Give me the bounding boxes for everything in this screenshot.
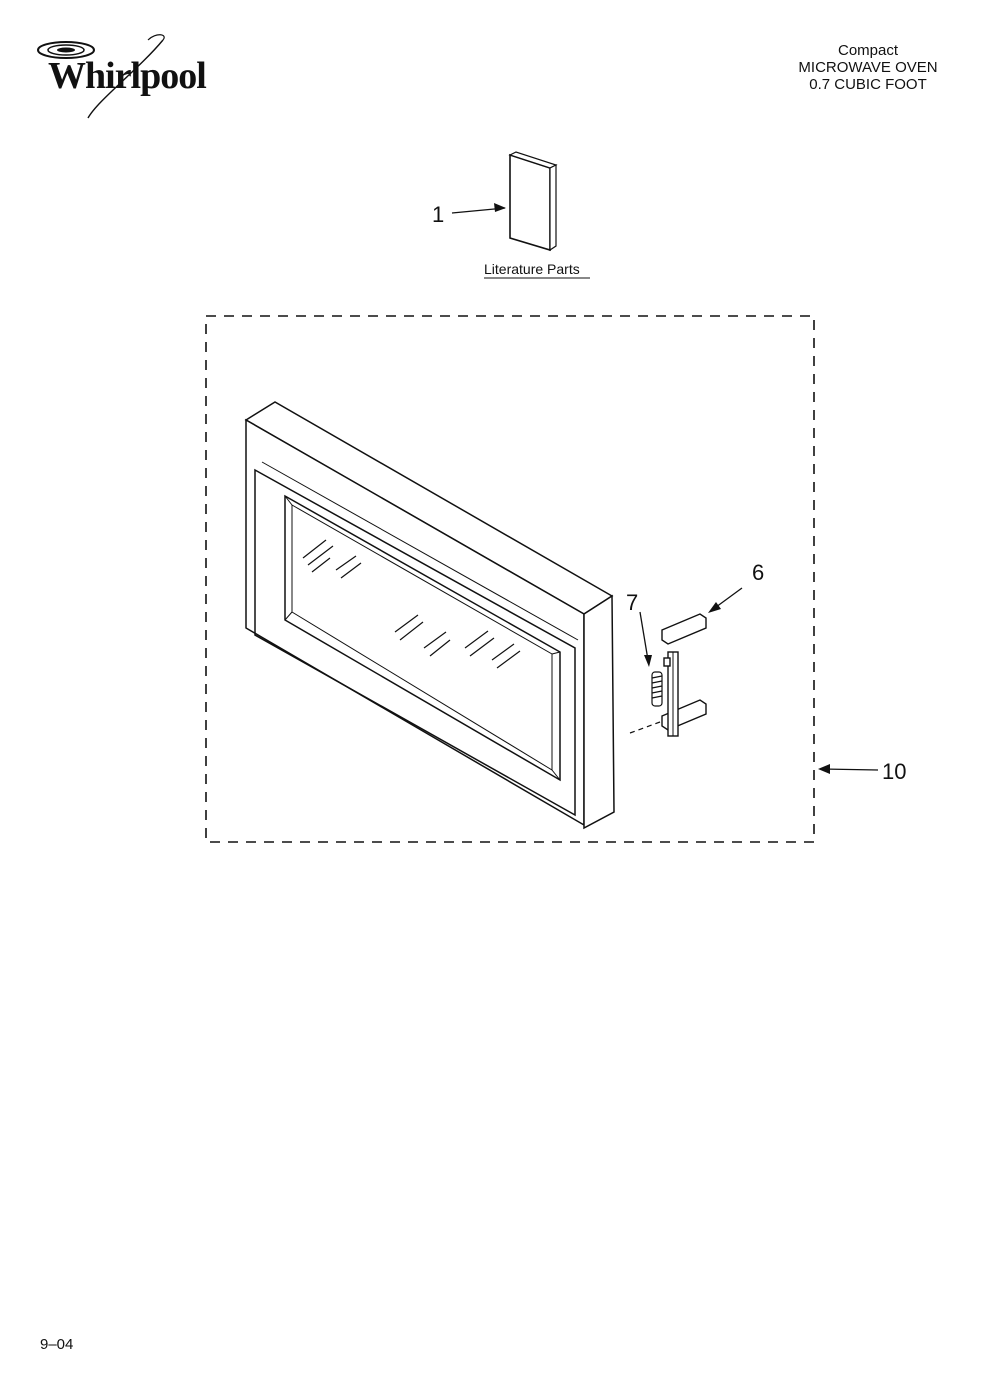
latch-part: [661, 613, 707, 737]
revision-code: 9–04: [40, 1336, 74, 1353]
literature-label: Literature Parts: [484, 261, 580, 277]
whirlpool-logo: Whirlpool: [28, 30, 208, 125]
product-type: Compact: [837, 42, 899, 59]
callout-6-leader: [708, 587, 743, 613]
callout-7: 7: [626, 590, 638, 615]
whirlpool-swirl-icon: [37, 34, 165, 119]
callout-1: 1: [432, 202, 444, 227]
spring-part: [651, 671, 663, 707]
callout-10: 10: [882, 759, 906, 784]
microwave-door: [244, 401, 615, 830]
door-assembly-box: [205, 315, 815, 843]
callout-7-leader: [639, 611, 652, 667]
callout-10-leader: [818, 764, 879, 774]
literature-booklet: [508, 151, 558, 252]
product-header: Compact MICROWAVE OVEN 0.7 CUBIC FOOT: [768, 42, 968, 93]
brand-name: Whirlpool: [48, 55, 207, 97]
product-name: MICROWAVE OVEN: [798, 59, 938, 76]
product-capacity: 0.7 CUBIC FOOT: [809, 76, 927, 93]
alignment-guide: [629, 721, 661, 734]
callout-1-leader: [451, 203, 506, 214]
window-glass-glints: [302, 539, 521, 669]
callout-6: 6: [752, 560, 764, 585]
